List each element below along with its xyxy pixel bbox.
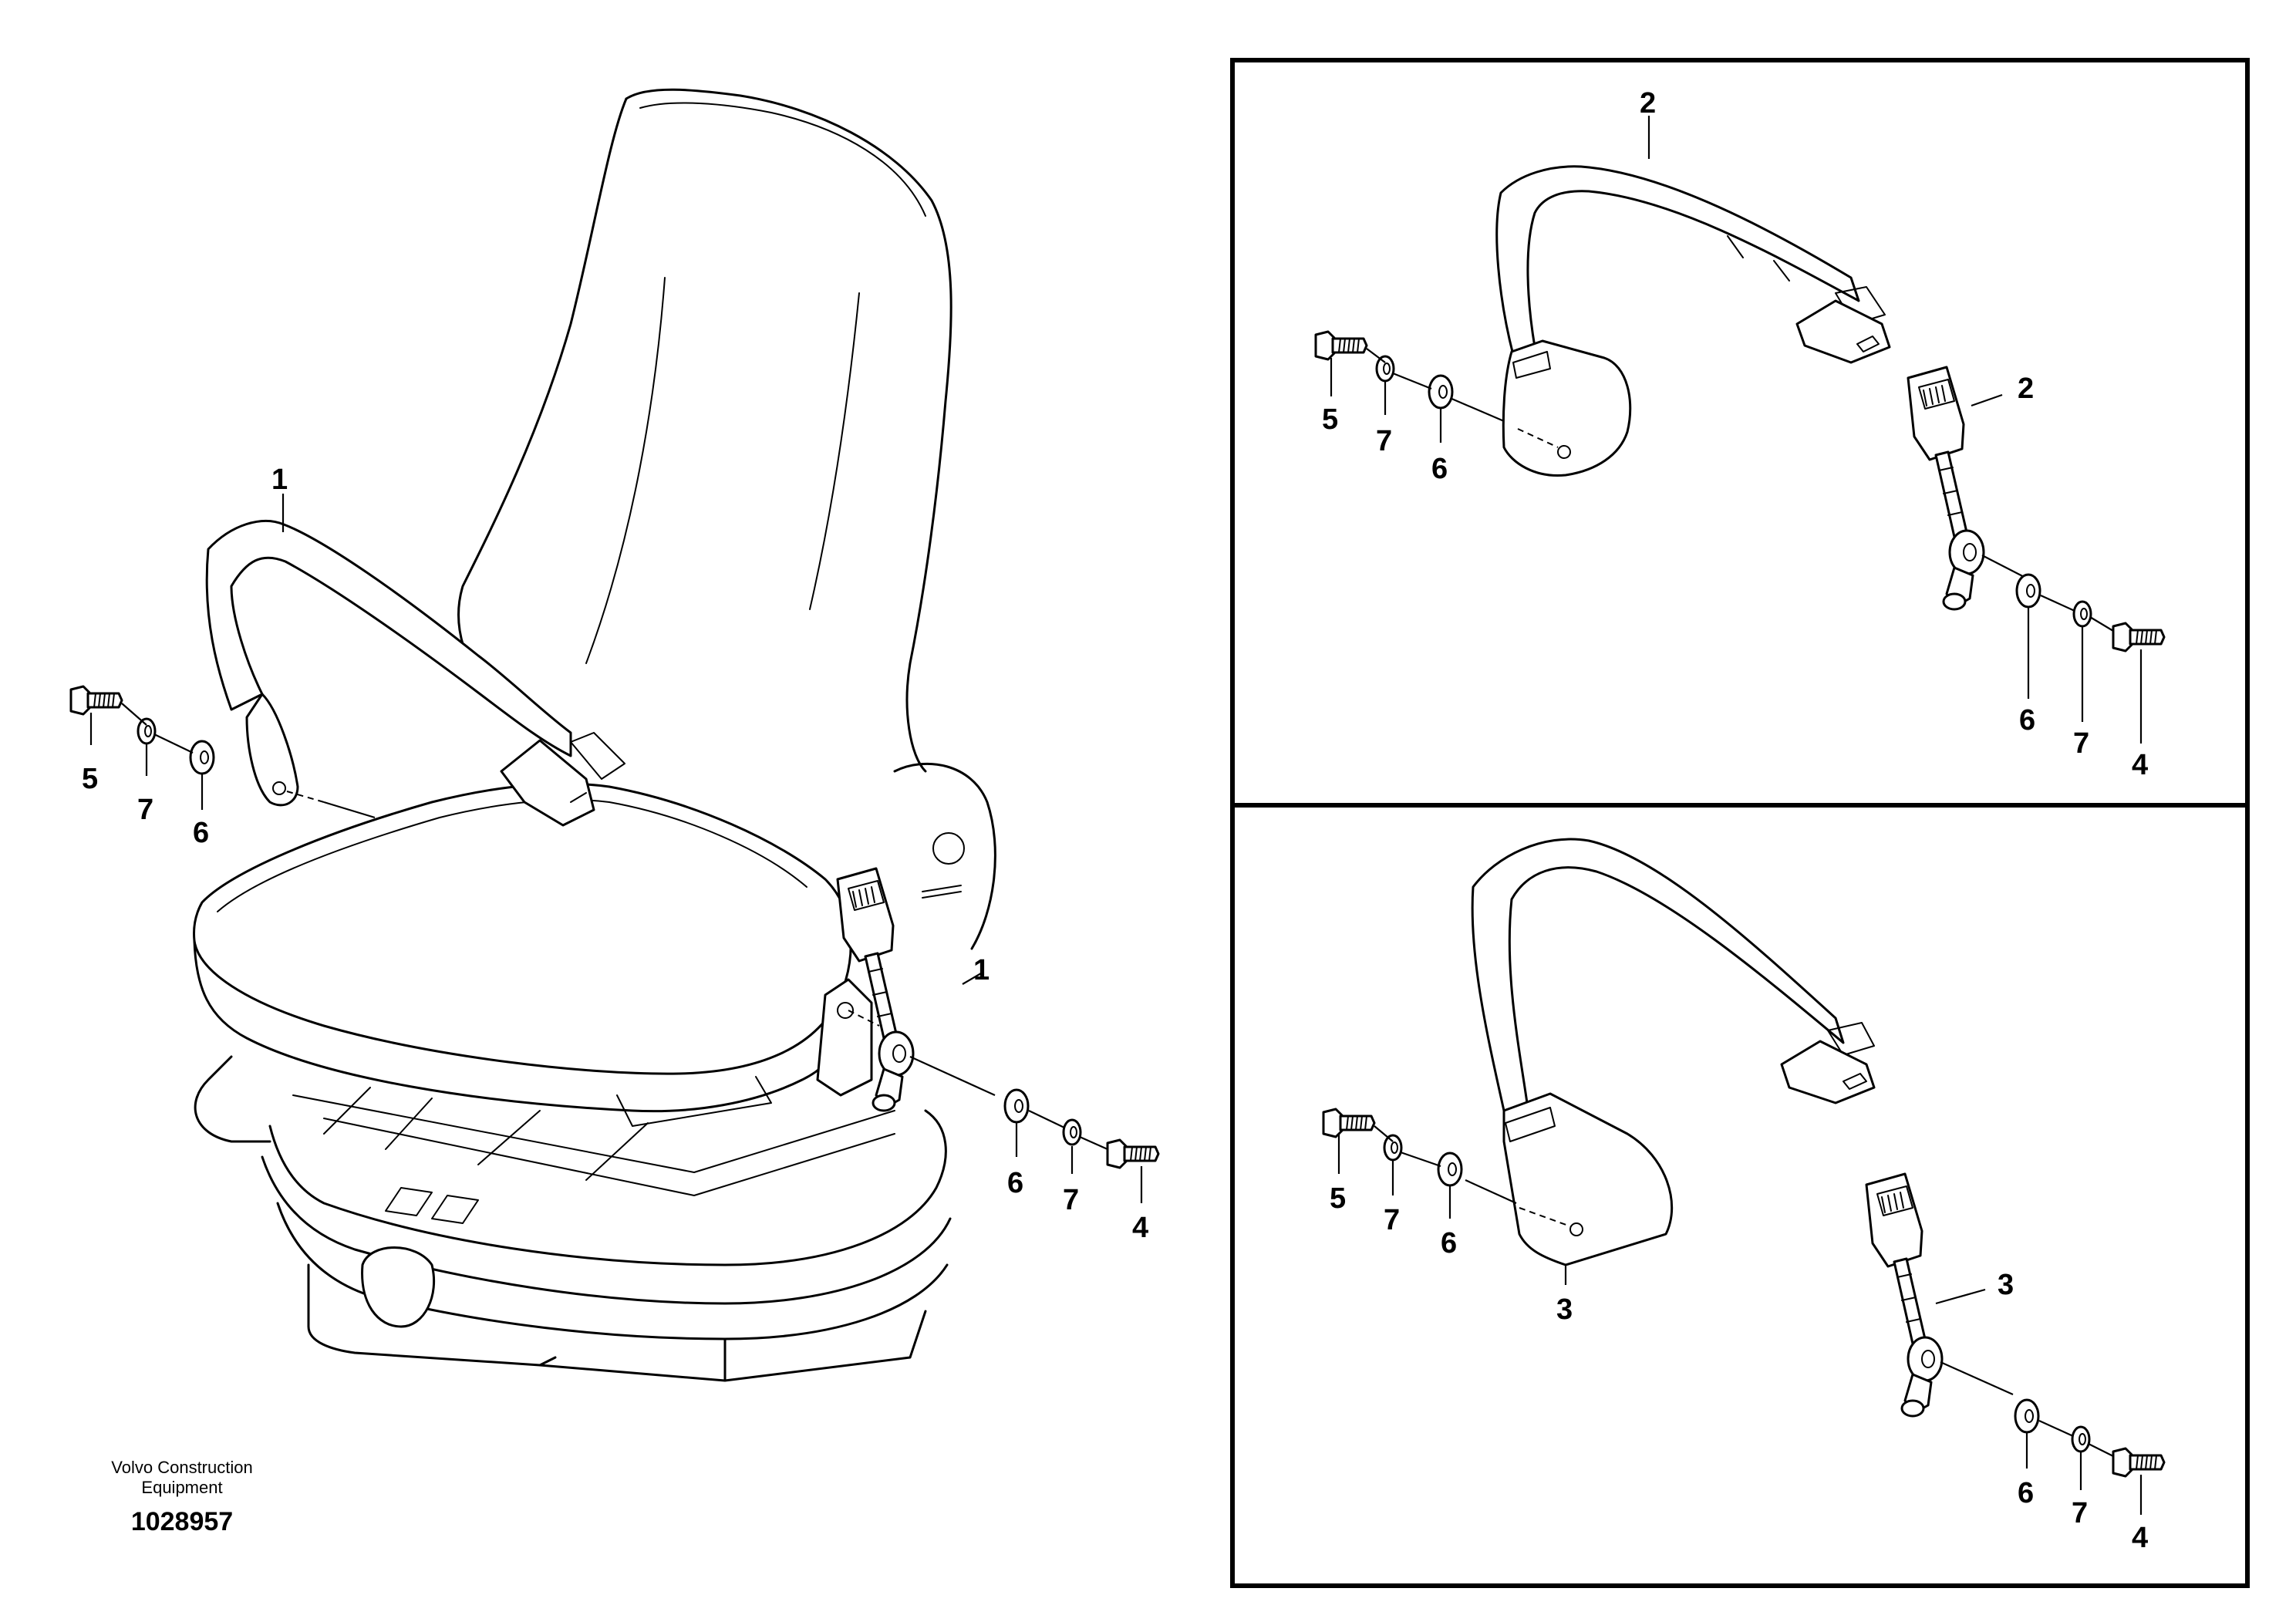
callout-bottom-buckle-3: 3 — [1998, 1269, 2014, 1301]
callout-belt-1: 1 — [271, 464, 288, 496]
detail-bottom-buckle — [1865, 1172, 2166, 1478]
callout-detail-bolt-5: 5 — [1322, 403, 1338, 436]
detail-bottom-belt-hardware — [1322, 1108, 1463, 1187]
credit-line-2: Equipment — [141, 1478, 222, 1497]
callout-detail-washer-6: 6 — [1431, 453, 1448, 485]
main-buckle — [836, 867, 1160, 1169]
main-callouts: 1 5 7 6 1 6 7 4 — [82, 464, 1148, 1244]
callout-detail-lock-washer-7: 7 — [1376, 425, 1392, 457]
callout-detail-buckle-2: 2 — [2018, 373, 2034, 405]
callout-buckle-washer-6: 6 — [1007, 1167, 1023, 1199]
credit-line-1: Volvo Construction — [111, 1458, 252, 1477]
callout-bottom-buckle-bolt-4: 4 — [2132, 1522, 2148, 1554]
callout-bolt-5: 5 — [82, 763, 98, 795]
detail-bottom-belt — [1465, 838, 1876, 1266]
callout-bottom-bolt-5: 5 — [1330, 1182, 1346, 1215]
callout-buckle-1: 1 — [973, 954, 990, 986]
credit-block: Volvo Construction Equipment 1028957 — [111, 1458, 252, 1536]
callout-bottom-buckle-lock-washer-7: 7 — [2072, 1497, 2088, 1529]
callout-detail-buckle-washer-6: 6 — [2019, 704, 2035, 737]
document-number: 1028957 — [131, 1507, 233, 1536]
detail-top-belt-hardware — [1314, 330, 1454, 410]
callout-detail-belt-2: 2 — [1640, 87, 1656, 120]
detail-top-buckle — [1907, 366, 2166, 653]
detail-top-belt — [1449, 165, 1891, 477]
callout-detail-buckle-lock-washer-7: 7 — [2073, 727, 2089, 760]
callout-detail-buckle-bolt-4: 4 — [2132, 749, 2148, 781]
callout-washer-6: 6 — [193, 817, 209, 849]
seat-assembly — [193, 88, 996, 1382]
callout-bottom-buckle-washer-6: 6 — [2018, 1477, 2034, 1509]
detail-top-callouts: 2 5 7 6 2 6 7 4 — [1322, 87, 2148, 781]
callout-buckle-lock-washer-7: 7 — [1063, 1184, 1079, 1216]
callout-lock-washer-7: 7 — [137, 794, 153, 826]
main-belt — [205, 519, 625, 827]
detail-frame-bottom — [1230, 803, 2250, 1588]
detail-bottom-callouts: 5 7 6 3 3 6 7 4 — [1330, 1134, 2148, 1554]
callout-buckle-bolt-4: 4 — [1132, 1212, 1148, 1244]
callout-bottom-washer-6: 6 — [1441, 1227, 1457, 1259]
main-belt-hardware — [69, 685, 215, 775]
callout-bottom-belt-3: 3 — [1556, 1293, 1573, 1326]
callout-bottom-lock-washer-7: 7 — [1384, 1204, 1400, 1236]
